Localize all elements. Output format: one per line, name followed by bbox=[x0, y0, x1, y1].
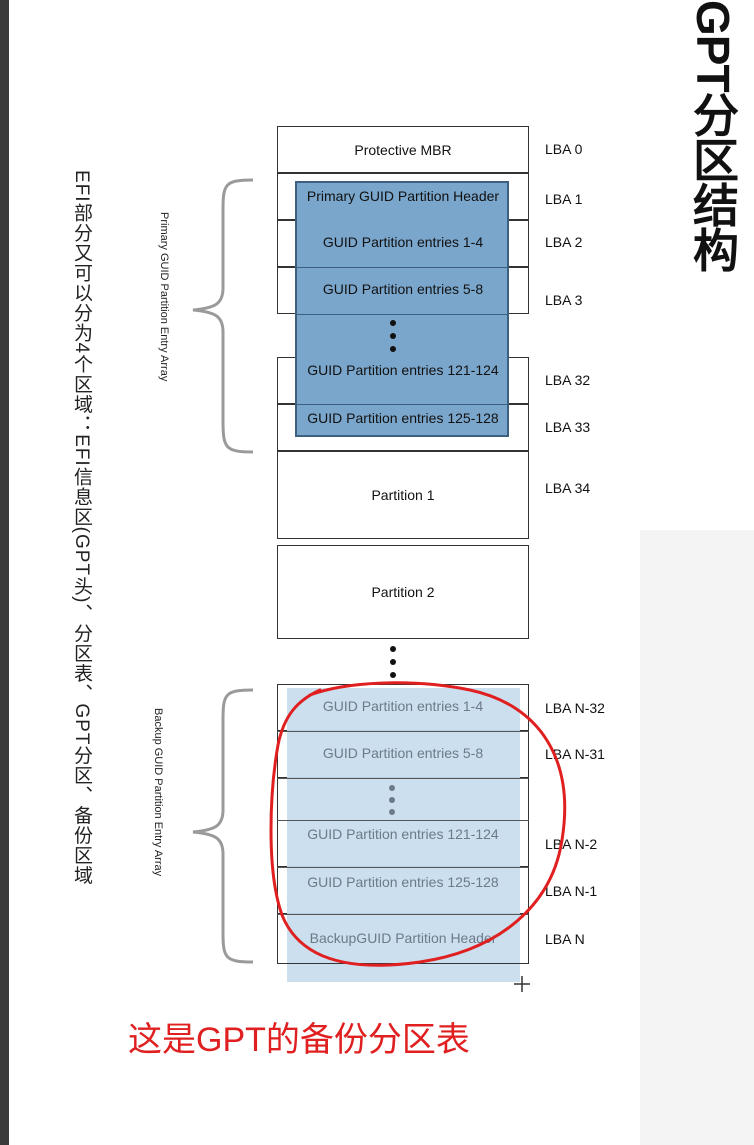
block-label: GUID Partition entries 5-8 bbox=[322, 281, 484, 297]
ellipsis-dot bbox=[390, 333, 396, 339]
block-label: GUID Partition entries 1-4 bbox=[322, 234, 484, 250]
lba-label: LBA N-32 bbox=[545, 700, 605, 716]
lba-label: LBA 1 bbox=[545, 191, 583, 207]
lba-label: LBA N-31 bbox=[545, 746, 605, 762]
lba-label: LBA 2 bbox=[545, 234, 583, 250]
backup-divider bbox=[277, 820, 529, 821]
block-label: Protective MBR bbox=[354, 141, 452, 158]
block-partition-1: Partition 1 bbox=[277, 451, 529, 539]
brace-graphics bbox=[192, 178, 254, 964]
window-edge bbox=[0, 0, 9, 1145]
ellipsis-dot bbox=[389, 785, 395, 791]
block-label: Partition 1 bbox=[371, 487, 435, 503]
lba-label: LBA N-2 bbox=[545, 836, 598, 852]
cursor-icon bbox=[514, 976, 530, 992]
backup-highlight bbox=[287, 688, 520, 982]
backup-divider bbox=[277, 778, 529, 779]
block-protective-mbr: Protective MBR bbox=[277, 126, 529, 173]
block-label: GUID Partition entries 121-124 bbox=[307, 362, 499, 378]
block-label: GUID Partition entries 1-4 bbox=[322, 698, 484, 714]
backup-array-label: Backup GUID Partition Entry Array bbox=[152, 708, 164, 877]
ellipsis-dot bbox=[390, 659, 396, 665]
side-note: EFI部分又可以分为4个区域：EFI信息区(GPT头)、分区表、GPT分区、备份… bbox=[71, 170, 92, 886]
red-circle-annotation bbox=[269, 681, 567, 967]
primary-highlight bbox=[295, 181, 509, 437]
block-label: GUID Partition entries 125-128 bbox=[307, 874, 499, 890]
annotation-text: 这是GPT的备份分区表 bbox=[128, 1021, 470, 1059]
ellipsis-dot bbox=[389, 797, 395, 803]
ellipsis-dot bbox=[390, 646, 396, 652]
block-label: GUID Partition entries 121-124 bbox=[307, 826, 499, 842]
highlight-divider bbox=[295, 314, 509, 315]
block-label: BackupGUID Partition Header bbox=[309, 930, 497, 946]
backup-divider bbox=[277, 914, 529, 915]
highlight-divider bbox=[295, 404, 509, 405]
primary-array-label: Primary GUID Partition Entry Array bbox=[158, 212, 170, 382]
lba-label: LBA 0 bbox=[545, 141, 583, 157]
block-label: Partition 2 bbox=[371, 584, 435, 600]
page-title: GPT分区结构 bbox=[687, 0, 739, 272]
highlight-divider bbox=[295, 267, 509, 268]
ellipsis-dot bbox=[389, 809, 395, 815]
block-label: GUID Partition entries 125-128 bbox=[307, 410, 499, 426]
block-label: Primary GUID Partition Header bbox=[306, 188, 500, 204]
ellipsis-dot bbox=[390, 672, 396, 678]
block-label: GUID Partition entries 5-8 bbox=[322, 745, 484, 761]
lba-label: LBA 34 bbox=[545, 480, 591, 496]
backup-divider bbox=[277, 867, 529, 868]
lba-label: LBA 33 bbox=[545, 419, 591, 435]
background-pane bbox=[640, 530, 754, 1145]
backup-brace bbox=[192, 688, 254, 964]
ellipsis-dot bbox=[390, 346, 396, 352]
block-partition-2: Partition 2 bbox=[277, 545, 529, 639]
primary-brace bbox=[192, 178, 254, 454]
lba-label: LBA N bbox=[545, 931, 585, 947]
lba-label: LBA N-1 bbox=[545, 883, 598, 899]
ellipsis-dot bbox=[390, 320, 396, 326]
lba-label: LBA 3 bbox=[545, 292, 583, 308]
backup-divider bbox=[277, 731, 529, 732]
lba-label: LBA 32 bbox=[545, 372, 591, 388]
